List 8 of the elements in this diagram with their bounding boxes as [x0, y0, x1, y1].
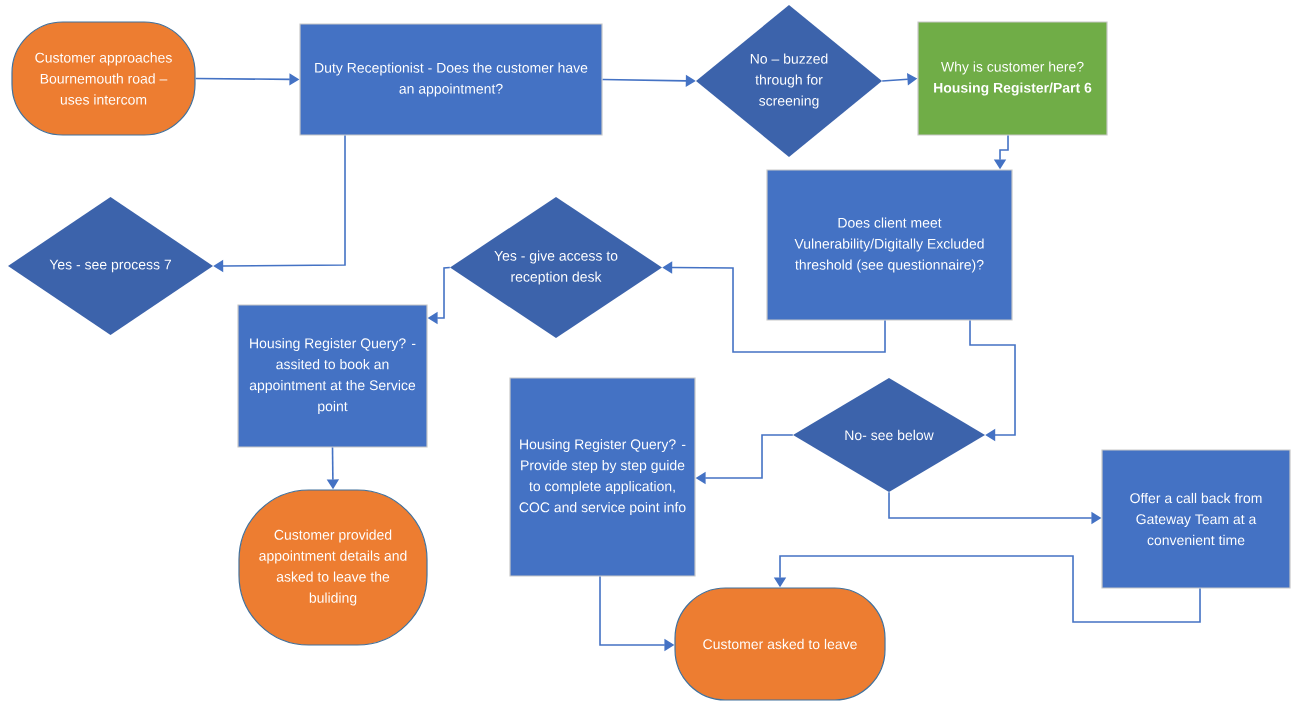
process-box: Duty Receptionist - Does the customer have an appointment? [299, 23, 603, 136]
arrow [969, 319, 1016, 442]
process-box: Housing Register Query? - assited to book an appointment at the Service point [237, 304, 428, 448]
process-box: Why is customer here? Housing Register/Part 6 [917, 21, 1108, 136]
process-box: Housing Register Query? - Provide step by step guide to complete application, COC and service point info [509, 377, 696, 577]
arrow [213, 134, 346, 273]
process-box: Offer a call back from Gateway Team at a convenient time [1101, 449, 1291, 589]
process-box: Does client meet Vulnerability/Digitally Excluded threshold (see questionnaire)? [766, 169, 1013, 321]
